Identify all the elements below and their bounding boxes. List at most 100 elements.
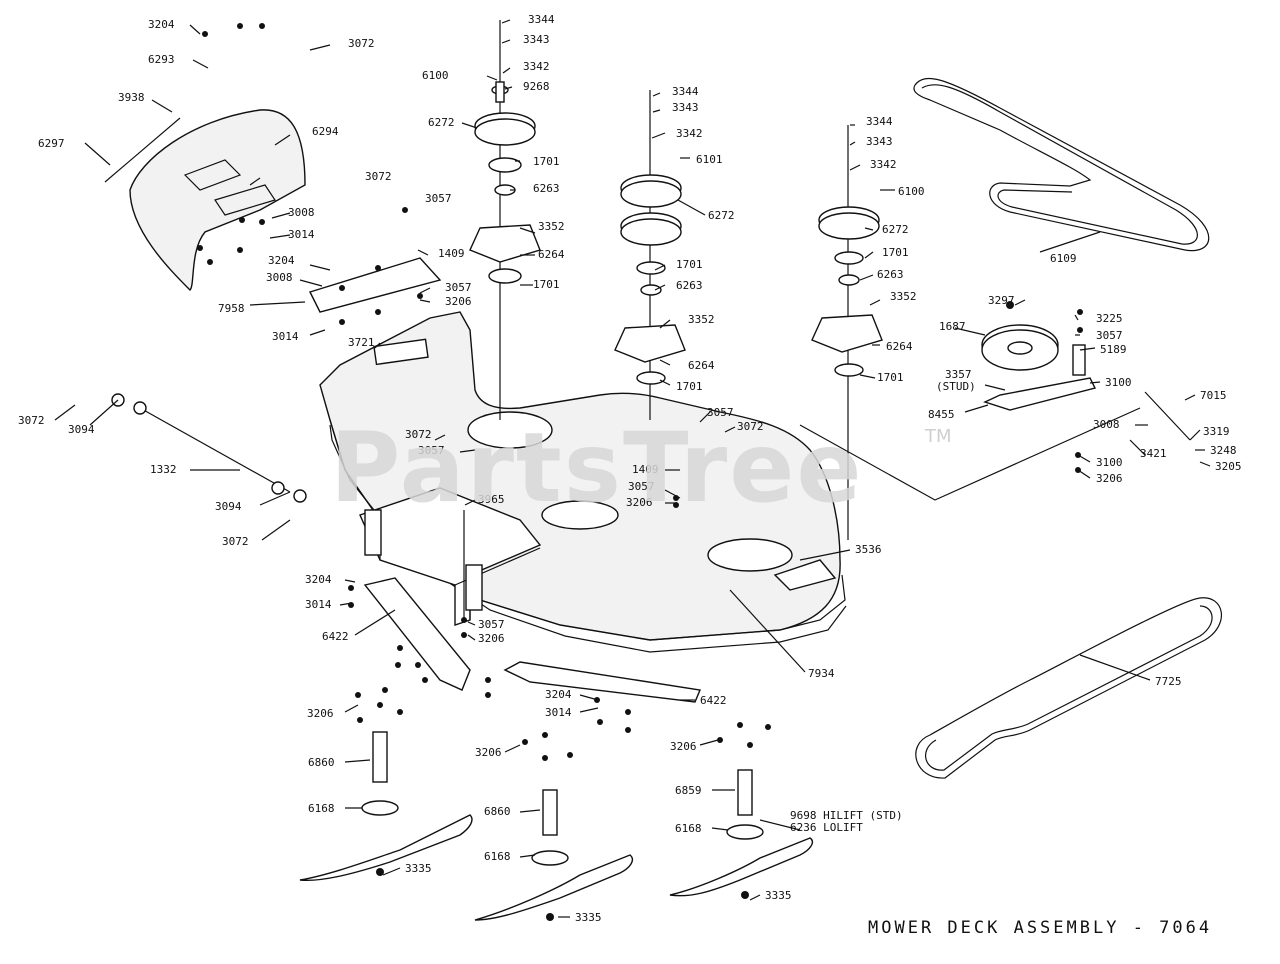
blade-right: [669, 837, 814, 897]
part-label-6100: 6100: [422, 69, 449, 82]
part-label-6101: 6101: [696, 153, 723, 166]
part-label-3344: 3344: [866, 115, 893, 128]
part-label-6297: 6297: [38, 137, 65, 150]
decal-3721: [373, 338, 429, 366]
part-label-3205: 3205: [1215, 460, 1242, 473]
part-label-1701: 1701: [676, 258, 703, 271]
part-label-3335: 3335: [575, 911, 602, 924]
part-label-3225: 3225: [1096, 312, 1123, 325]
part-label-3057: 3057: [478, 618, 505, 631]
part-label-3343: 3343: [866, 135, 893, 148]
part-label-3072: 3072: [405, 428, 432, 441]
part-label-7725: 7725: [1155, 675, 1182, 688]
part-label-3206: 3206: [626, 496, 653, 509]
diagram-caption: MOWER DECK ASSEMBLY - 7064: [868, 918, 1213, 938]
bracket-7958: [309, 257, 442, 313]
part-label-6263: 6263: [676, 279, 703, 292]
rod-1332: [139, 407, 291, 493]
watermark-trademark: TM: [925, 426, 952, 447]
part-label-3014: 3014: [305, 598, 332, 611]
part-label-3297: 3297: [988, 294, 1015, 307]
part-label-3206: 3206: [1096, 472, 1123, 485]
part-label-6860: 6860: [484, 805, 511, 818]
part-label-6272: 6272: [428, 116, 455, 129]
part-label-3057: 3057: [425, 192, 452, 205]
part-label-3206: 3206: [307, 707, 334, 720]
part-label-1701: 1701: [882, 246, 909, 259]
part-label-3343: 3343: [523, 33, 550, 46]
belt-6109: [913, 77, 1210, 252]
part-label-3008: 3008: [288, 206, 315, 219]
part-label-1701: 1701: [533, 155, 560, 168]
blade-left: [299, 814, 473, 882]
part-label-3204: 3204: [305, 573, 332, 586]
part-label-3057: 3057: [418, 444, 445, 457]
shield-6294: [129, 109, 306, 291]
part-label-6293: 6293: [148, 53, 175, 66]
rod-6297: [104, 117, 181, 183]
part-label-3072: 3072: [18, 414, 45, 427]
part-label-3357: 3357: [945, 368, 972, 381]
baffle-center: [503, 661, 701, 703]
part-label-3352: 3352: [890, 290, 917, 303]
part-label-1701: 1701: [676, 380, 703, 393]
part-label-3721: 3721: [348, 336, 375, 349]
part-label-6168: 6168: [308, 802, 335, 815]
part-label-3057: 3057: [628, 480, 655, 493]
part-label-3008: 3008: [266, 271, 293, 284]
part-label-3014: 3014: [545, 706, 572, 719]
part-label-3342: 3342: [523, 60, 550, 73]
part-label-3204: 3204: [148, 18, 175, 31]
part-label-9698-hilift: 9698 HILIFT (STD): [790, 809, 903, 822]
part-label-3204: 3204: [545, 688, 572, 701]
part-label-6264: 6264: [886, 340, 913, 353]
part-label-3100: 3100: [1105, 376, 1132, 389]
part-label-6100: 6100: [898, 185, 925, 198]
idler-arm: [983, 377, 1097, 411]
part-label-3536: 3536: [855, 543, 882, 556]
part-label-6859: 6859: [675, 784, 702, 797]
blade-center: [474, 854, 634, 921]
part-label-stud: (STUD): [936, 380, 976, 393]
part-label-3206: 3206: [475, 746, 502, 759]
part-label-3100: 3100: [1096, 456, 1123, 469]
part-label-1409: 1409: [632, 463, 659, 476]
belt-7725: [915, 597, 1222, 779]
part-label-6422: 6422: [700, 694, 727, 707]
part-label-3965: 3965: [478, 493, 505, 506]
part-label-6422: 6422: [322, 630, 349, 643]
part-label-3072: 3072: [222, 535, 249, 548]
part-label-3352: 3352: [538, 220, 565, 233]
part-label-6294: 6294: [312, 125, 339, 138]
part-label-7015: 7015: [1200, 389, 1227, 402]
part-label-3342: 3342: [676, 127, 703, 140]
part-label-3206: 3206: [670, 740, 697, 753]
part-label-3335: 3335: [765, 889, 792, 902]
part-label-8455: 8455: [928, 408, 955, 421]
part-label-3343: 3343: [672, 101, 699, 114]
baffle-left: [363, 577, 471, 691]
part-label-3014: 3014: [288, 228, 315, 241]
part-label-3352: 3352: [688, 313, 715, 326]
part-label-3057: 3057: [445, 281, 472, 294]
part-label-3344: 3344: [528, 13, 555, 26]
part-label-7958: 7958: [218, 302, 245, 315]
part-label-6272: 6272: [708, 209, 735, 222]
part-label-7934: 7934: [808, 667, 835, 680]
part-label-3204: 3204: [268, 254, 295, 267]
part-label-6236-lolift: 6236 LOLIFT: [790, 821, 863, 834]
part-label-6109: 6109: [1050, 252, 1077, 265]
part-label-3206: 3206: [445, 295, 472, 308]
part-label-5189: 5189: [1100, 343, 1127, 356]
part-label-3938: 3938: [118, 91, 145, 104]
part-label-1701: 1701: [877, 371, 904, 384]
part-label-6264: 6264: [538, 248, 565, 261]
part-label-3319: 3319: [1203, 425, 1230, 438]
part-label-3206: 3206: [478, 632, 505, 645]
part-label-6263: 6263: [533, 182, 560, 195]
part-label-6168: 6168: [484, 850, 511, 863]
decal-3536: [773, 559, 837, 591]
part-label-3057: 3057: [707, 406, 734, 419]
